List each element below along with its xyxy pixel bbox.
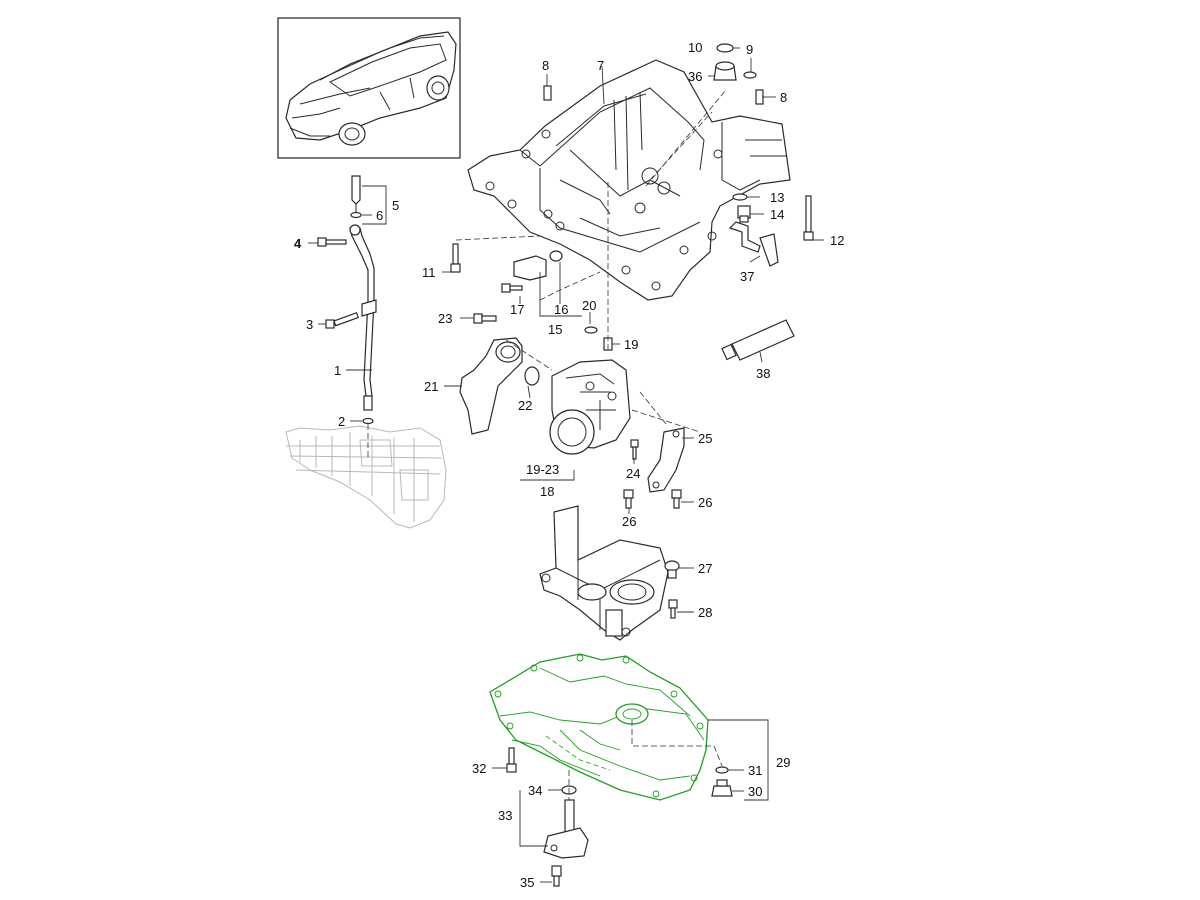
car-illustration	[285, 31, 457, 146]
bolt-26-upper-icon	[671, 489, 682, 509]
callout-17: 17	[510, 302, 524, 317]
callout-labels: 1 2 3 4 5 6 7 8 8 9 10 11 12 13 14 15 16…	[294, 40, 844, 890]
callout-31: 31	[748, 763, 762, 778]
plug-14-icon	[737, 205, 751, 223]
callout-38: 38	[756, 366, 770, 381]
bolt-4-icon	[317, 237, 347, 247]
callout-8-left: 8	[542, 58, 549, 73]
callout-30: 30	[748, 784, 762, 799]
bolt-3-icon	[325, 312, 360, 329]
cap-parts	[713, 43, 757, 81]
callout-32: 32	[472, 761, 486, 776]
drain-plug-30-icon	[711, 779, 733, 797]
engine-block-outline	[285, 425, 447, 529]
o-ring-13-icon	[732, 193, 748, 201]
callout-23: 23	[438, 311, 452, 326]
bolt-32-icon	[506, 747, 517, 773]
callout-34: 34	[528, 783, 542, 798]
callout-35: 35	[520, 875, 534, 890]
upper-oil-pan	[467, 59, 791, 301]
callout-22: 22	[518, 398, 532, 413]
callout-27: 27	[698, 561, 712, 576]
callout-19-23: 19-23	[526, 462, 559, 477]
callout-11: 11	[422, 265, 436, 280]
oil-pump-assembly	[459, 313, 639, 460]
callout-8-right: 8	[780, 90, 787, 105]
callout-9: 9	[746, 42, 753, 57]
callout-26-right: 26	[698, 495, 712, 510]
callout-5: 5	[392, 198, 399, 213]
callout-3: 3	[306, 317, 313, 332]
baffle-assembly	[539, 505, 680, 641]
callout-2: 2	[338, 414, 345, 429]
oil-level-sensor-33-icon	[543, 799, 589, 859]
callout-14: 14	[770, 207, 784, 222]
bracket-25-icon	[647, 427, 685, 493]
o-ring-16-icon	[549, 250, 563, 262]
leader-lines	[308, 47, 824, 883]
bolt-11-icon	[450, 243, 461, 273]
washer-31-icon	[715, 766, 729, 774]
callout-12: 12	[830, 233, 844, 248]
pipe-37-icon	[728, 221, 779, 267]
callout-20: 20	[582, 298, 596, 313]
callout-37: 37	[740, 269, 754, 284]
vehicle-thumbnail	[277, 17, 461, 159]
callout-29: 29	[776, 755, 790, 770]
callout-28: 28	[698, 605, 712, 620]
callout-1: 1	[334, 363, 341, 378]
callout-7: 7	[597, 58, 604, 73]
stud-8-right-icon	[755, 89, 764, 105]
dipstick-assembly	[317, 175, 377, 425]
bolt-12-icon	[803, 195, 814, 241]
callout-6: 6	[376, 208, 383, 223]
bolt-35-icon	[551, 865, 562, 887]
callout-10: 10	[688, 40, 702, 55]
callout-4: 4	[294, 236, 302, 251]
callout-15: 15	[548, 322, 562, 337]
callout-16: 16	[554, 302, 568, 317]
callout-36: 36	[688, 69, 702, 84]
callout-13: 13	[770, 190, 784, 205]
stud-8-left-icon	[543, 85, 552, 101]
callout-19: 19	[624, 337, 638, 352]
callout-21: 21	[424, 379, 438, 394]
lower-oil-pan	[489, 653, 709, 801]
sealant-tube-38-icon	[721, 319, 795, 361]
callout-18: 18	[540, 484, 554, 499]
callout-24: 24	[626, 466, 640, 481]
bolt-26-lower-icon	[623, 489, 634, 509]
callout-25: 25	[698, 431, 712, 446]
callout-33: 33	[498, 808, 512, 823]
sensor-17-icon	[501, 255, 547, 293]
callout-26-lower: 26	[622, 514, 636, 529]
